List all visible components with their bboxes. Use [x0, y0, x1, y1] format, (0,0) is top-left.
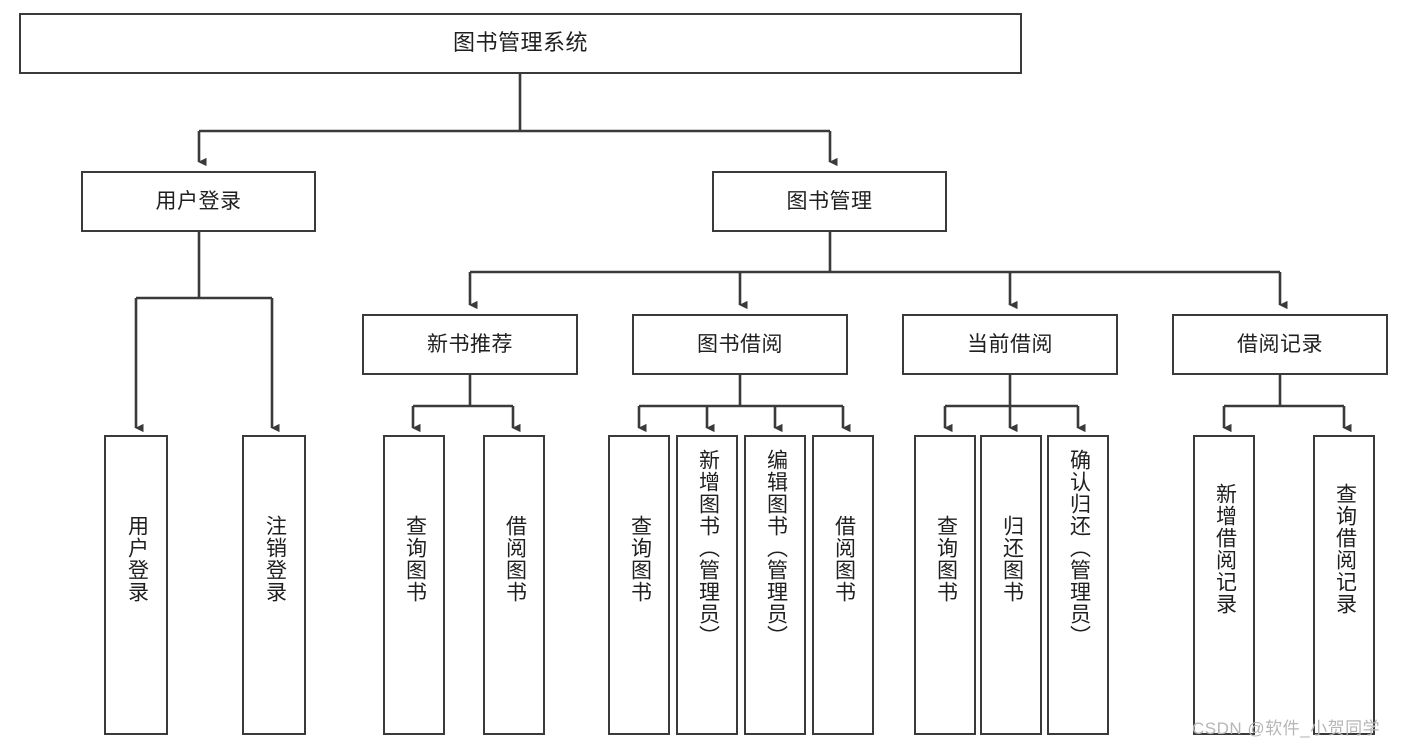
leaf-book-borrow-add-label: 新增图书（管理员）: [696, 449, 720, 647]
leaf-new-book-borrow-label: 借阅图书: [503, 515, 527, 603]
node-user-login[interactable]: 用户登录: [81, 171, 316, 232]
node-book-management[interactable]: 图书管理: [712, 171, 947, 232]
leaf-current-borrow-confirm-return[interactable]: 确认归还（管理员）: [1047, 435, 1109, 735]
leaf-current-borrow-query-label: 查询图书: [934, 515, 958, 603]
leaf-book-borrow-edit-label: 编辑图书（管理员）: [764, 449, 788, 647]
leaf-user-login-signin-label: 用户登录: [125, 515, 149, 603]
leaf-borrow-record-add[interactable]: 新增借阅记录: [1193, 435, 1255, 735]
leaf-book-borrow-borrow-label: 借阅图书: [832, 515, 856, 603]
node-root-system-label: 图书管理系统: [452, 30, 588, 56]
node-root-system[interactable]: 图书管理系统: [19, 13, 1022, 74]
leaf-borrow-record-query[interactable]: 查询借阅记录: [1313, 435, 1375, 735]
leaf-book-borrow-query[interactable]: 查询图书: [608, 435, 670, 735]
node-current-borrow[interactable]: 当前借阅: [902, 314, 1118, 375]
csdn-watermark: CSDN @软件_小贺同学: [1192, 719, 1381, 738]
leaf-user-login-signout[interactable]: 注销登录: [242, 435, 306, 735]
leaf-borrow-record-query-label: 查询借阅记录: [1333, 483, 1357, 615]
leaf-new-book-query[interactable]: 查询图书: [383, 435, 445, 735]
leaf-current-borrow-confirm-return-label: 确认归还（管理员）: [1067, 449, 1091, 647]
node-book-management-label: 图书管理: [786, 189, 873, 213]
node-borrow-record[interactable]: 借阅记录: [1172, 314, 1388, 375]
leaf-book-borrow-query-label: 查询图书: [628, 515, 652, 603]
leaf-new-book-query-label: 查询图书: [403, 515, 427, 603]
node-book-borrow-label: 图书借阅: [697, 332, 783, 356]
leaf-book-borrow-edit[interactable]: 编辑图书（管理员）: [744, 435, 806, 735]
node-book-borrow[interactable]: 图书借阅: [632, 314, 848, 375]
leaf-current-borrow-return-label: 归还图书: [1000, 515, 1024, 603]
node-new-book-recommend[interactable]: 新书推荐: [362, 314, 578, 375]
leaf-new-book-borrow[interactable]: 借阅图书: [483, 435, 545, 735]
leaf-current-borrow-return[interactable]: 归还图书: [980, 435, 1042, 735]
node-current-borrow-label: 当前借阅: [967, 332, 1053, 356]
node-borrow-record-label: 借阅记录: [1237, 332, 1323, 356]
node-new-book-recommend-label: 新书推荐: [427, 332, 513, 356]
leaf-book-borrow-add[interactable]: 新增图书（管理员）: [676, 435, 738, 735]
leaf-user-login-signin[interactable]: 用户登录: [104, 435, 168, 735]
leaf-book-borrow-borrow[interactable]: 借阅图书: [812, 435, 874, 735]
node-user-login-label: 用户登录: [155, 189, 242, 213]
leaf-user-login-signout-label: 注销登录: [263, 515, 287, 603]
leaf-current-borrow-query[interactable]: 查询图书: [914, 435, 976, 735]
leaf-borrow-record-add-label: 新增借阅记录: [1213, 483, 1237, 615]
